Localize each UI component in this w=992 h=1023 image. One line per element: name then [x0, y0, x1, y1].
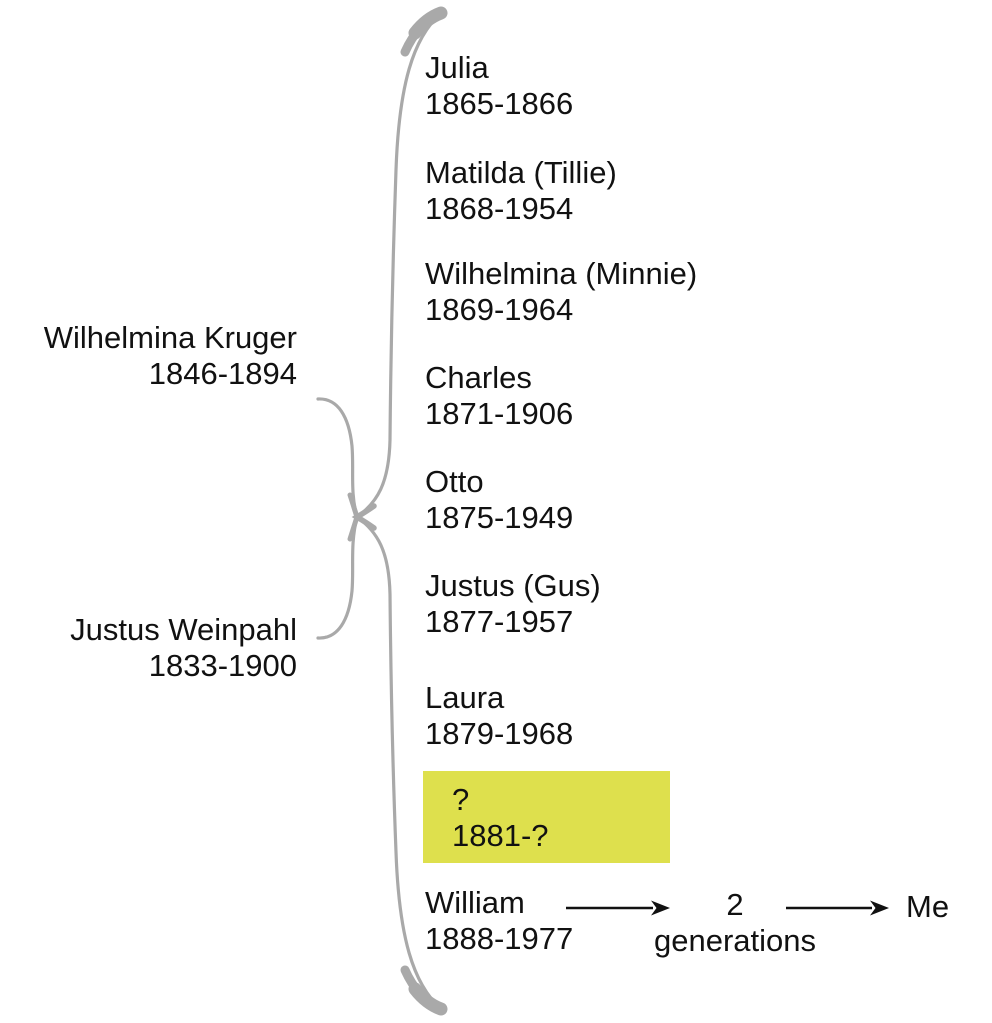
child-name: William	[425, 885, 525, 920]
generations-arrow-head-2	[870, 900, 889, 916]
child-entry: Wilhelmina (Minnie) 1869-1964	[425, 256, 697, 328]
generations-arrow-head-1	[651, 900, 670, 916]
mother-connector	[316, 397, 359, 519]
child-years: 1869-1964	[425, 292, 574, 327]
me-label: Me	[906, 889, 950, 924]
child-name: ?	[452, 782, 470, 817]
generations-count: 2	[726, 887, 744, 922]
child-years: 1868-1954	[425, 191, 574, 226]
child-name: Julia	[425, 50, 489, 85]
father-connector	[316, 515, 359, 640]
child-name: Justus (Gus)	[425, 568, 601, 603]
child-years: 1877-1957	[425, 604, 574, 639]
child-entry: Otto 1875-1949	[425, 464, 573, 536]
child-entry: Laura 1879-1968	[425, 680, 573, 752]
brace-pinch	[351, 503, 377, 531]
child-name: Laura	[425, 680, 505, 715]
parent-entry-father: Justus Weinpahl 1833-1900	[0, 612, 297, 684]
father-connector-taper	[347, 514, 360, 542]
child-entry: Charles 1871-1906	[425, 360, 573, 432]
parent-years: 1846-1894	[148, 356, 297, 391]
unknown-child-highlight-box: ? 1881-?	[423, 771, 670, 863]
child-entry: Julia 1865-1866	[425, 50, 573, 122]
generations-label: 2 generations	[645, 887, 825, 959]
brace-top-taper-2	[408, 6, 448, 40]
child-entry: Matilda (Tillie) 1868-1954	[425, 155, 617, 227]
child-years: 1888-1977	[425, 921, 574, 956]
child-years: 1881-?	[452, 818, 549, 853]
parent-name: Justus Weinpahl	[70, 612, 297, 647]
child-years: 1865-1866	[425, 86, 574, 121]
child-years: 1875-1949	[425, 500, 574, 535]
child-name: Wilhelmina (Minnie)	[425, 256, 698, 291]
child-entry: William 1888-1977	[425, 885, 573, 957]
child-name: Otto	[425, 464, 484, 499]
child-years: 1871-1906	[425, 396, 574, 431]
parent-entry-mother: Wilhelmina Kruger 1846-1894	[0, 320, 297, 392]
mother-connector-taper	[347, 492, 360, 520]
child-name: Matilda (Tillie)	[425, 155, 617, 190]
child-entry: Justus (Gus) 1877-1957	[425, 568, 601, 640]
parent-years: 1833-1900	[148, 648, 297, 683]
child-years: 1879-1968	[425, 716, 574, 751]
brace-bottom-taper-2	[408, 982, 448, 1016]
child-name: Charles	[425, 360, 532, 395]
parent-name: Wilhelmina Kruger	[43, 320, 297, 355]
generations-word: generations	[653, 923, 816, 958]
